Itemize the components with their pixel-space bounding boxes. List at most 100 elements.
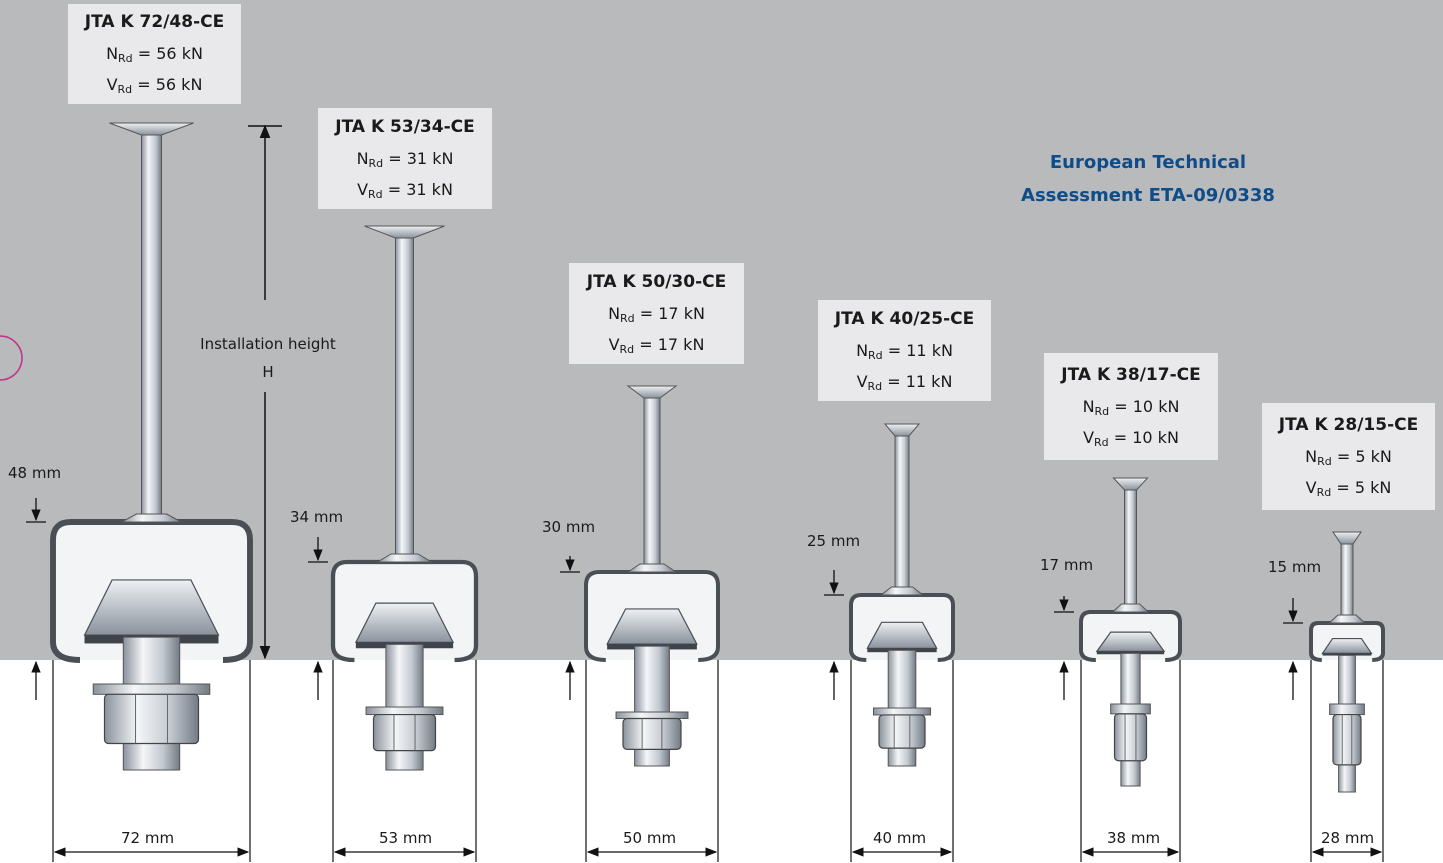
anchor-head [364, 225, 445, 239]
spec-label-53-34: JTA K 53/34-CE NRd = 31 kN VRd = 31 kN [318, 108, 492, 209]
rd-subscript: Rd [368, 188, 383, 201]
spec-label-72-48: JTA K 72/48-CE NRd = 56 kN VRd = 56 kN [68, 4, 241, 104]
installation-height-symbol: H [262, 363, 274, 381]
rd-subscript: Rd [1317, 455, 1332, 468]
washer [365, 706, 444, 716]
anchor-head [1112, 477, 1149, 491]
nrd-value: = 10 kN [1109, 397, 1180, 416]
channel-name: JTA K 40/25-CE [834, 309, 975, 329]
nrd-symbol: N [856, 341, 869, 360]
width-label: 50 mm [620, 829, 680, 847]
rd-subscript: Rd [867, 380, 883, 393]
channel-neck [1111, 603, 1150, 613]
rd-subscript: Rd [368, 157, 384, 170]
hex-nut [878, 714, 926, 749]
vrd-symbol: V [608, 335, 620, 354]
channel-name: JTA K 28/15-CE [1278, 415, 1419, 435]
vrd-value: = 5 kN [1331, 478, 1392, 497]
channel-name: JTA K 50/30-CE [586, 272, 727, 292]
channel-name: JTA K 53/34-CE [335, 117, 475, 137]
width-label: 53 mm [376, 829, 436, 847]
depth-label: 25 mm [807, 532, 861, 550]
nrd-value: = 11 kN [882, 341, 953, 360]
depth-label: 48 mm [8, 464, 62, 482]
nrd-symbol: N [608, 304, 621, 323]
width-label: 28 mm [1318, 829, 1378, 847]
channel-neck [879, 586, 925, 596]
rd-subscript: Rd [1094, 405, 1110, 418]
vrd-symbol: V [1305, 478, 1317, 497]
depth-label: 15 mm [1268, 558, 1322, 576]
nrd-symbol: N [1305, 447, 1318, 466]
anchor-head [626, 385, 678, 399]
rd-subscript: Rd [1094, 436, 1109, 449]
nrd-value: = 5 kN [1331, 447, 1392, 466]
hex-nut [103, 693, 200, 745]
hex-nut [622, 717, 682, 750]
hammer-bolt-base [1096, 651, 1165, 655]
vrd-value: = 56 kN [132, 75, 203, 94]
nrd-value: = 31 kN [383, 149, 454, 168]
circle-mark-icon [0, 335, 23, 381]
channel-neck [1327, 614, 1367, 624]
nrd-symbol: N [1082, 397, 1095, 416]
rd-subscript: Rd [118, 52, 133, 65]
channel-name: JTA K 72/48-CE [84, 12, 225, 32]
installation-height-text: Installation height [200, 335, 336, 353]
anchor-shaft [1124, 485, 1137, 617]
nrd-symbol: N [356, 149, 369, 168]
eta-line-1: European Technical [1049, 152, 1247, 173]
vrd-value: = 11 kN [882, 372, 953, 391]
vrd-value: = 31 kN [382, 180, 453, 199]
spec-label-28-15: JTA K 28/15-CE NRd = 5 kN VRd = 5 kN [1262, 403, 1435, 510]
rd-subscript: Rd [868, 349, 883, 362]
eta-reference: European Technical Assessment ETA-09/033… [1000, 146, 1296, 212]
vrd-symbol: V [357, 180, 369, 199]
anchor-shaft [643, 393, 661, 577]
width-label: 38 mm [1104, 829, 1164, 847]
nrd-value: = 17 kN [634, 304, 705, 323]
installation-height-label: Installation height H [190, 330, 346, 386]
anchor-head [109, 122, 194, 136]
hammer-bolt-base [1322, 653, 1372, 656]
hex-nut [1332, 713, 1362, 766]
vrd-value: = 17 kN [634, 335, 705, 354]
depth-label: 30 mm [542, 518, 596, 536]
anchor-shaft [1340, 539, 1354, 628]
channel-name: JTA K 38/17-CE [1061, 365, 1201, 385]
washer [872, 707, 932, 716]
washer [615, 711, 689, 719]
rd-subscript: Rd [117, 83, 133, 96]
rd-subscript: Rd [620, 312, 635, 325]
spec-label-50-30: JTA K 50/30-CE NRd = 17 kN VRd = 17 kN [569, 263, 744, 364]
anchor-head [1332, 531, 1362, 545]
hex-nut [372, 713, 437, 752]
washer [1110, 703, 1151, 715]
depth-label: 17 mm [1040, 556, 1094, 574]
depth-label: 34 mm [290, 508, 344, 526]
anchor-shaft [395, 233, 414, 567]
spec-label-38-17: JTA K 38/17-CE NRd = 10 kN VRd = 10 kN [1044, 353, 1218, 460]
spec-label-40-25: JTA K 40/25-CE NRd = 11 kN VRd = 11 kN [818, 300, 991, 401]
eta-line-2: Assessment ETA-09/0338 [1021, 185, 1275, 206]
width-label: 72 mm [118, 829, 178, 847]
washer [92, 683, 211, 695]
anchor-shaft [141, 130, 162, 527]
nrd-value: = 56 kN [132, 44, 203, 63]
anchor-shaft [894, 431, 910, 600]
rd-subscript: Rd [619, 343, 635, 356]
washer [1329, 703, 1365, 716]
anchor-head [883, 423, 921, 437]
vrd-symbol: V [856, 372, 868, 391]
vrd-symbol: V [106, 75, 118, 94]
vrd-value: = 10 kN [1108, 428, 1179, 447]
width-label: 40 mm [870, 829, 930, 847]
vrd-symbol: V [1083, 428, 1095, 447]
nrd-symbol: N [106, 44, 119, 63]
channel-neck [626, 563, 678, 573]
channel-neck [121, 513, 182, 523]
hex-nut [1113, 713, 1148, 762]
channel-neck [375, 553, 434, 563]
rd-subscript: Rd [1316, 486, 1332, 499]
